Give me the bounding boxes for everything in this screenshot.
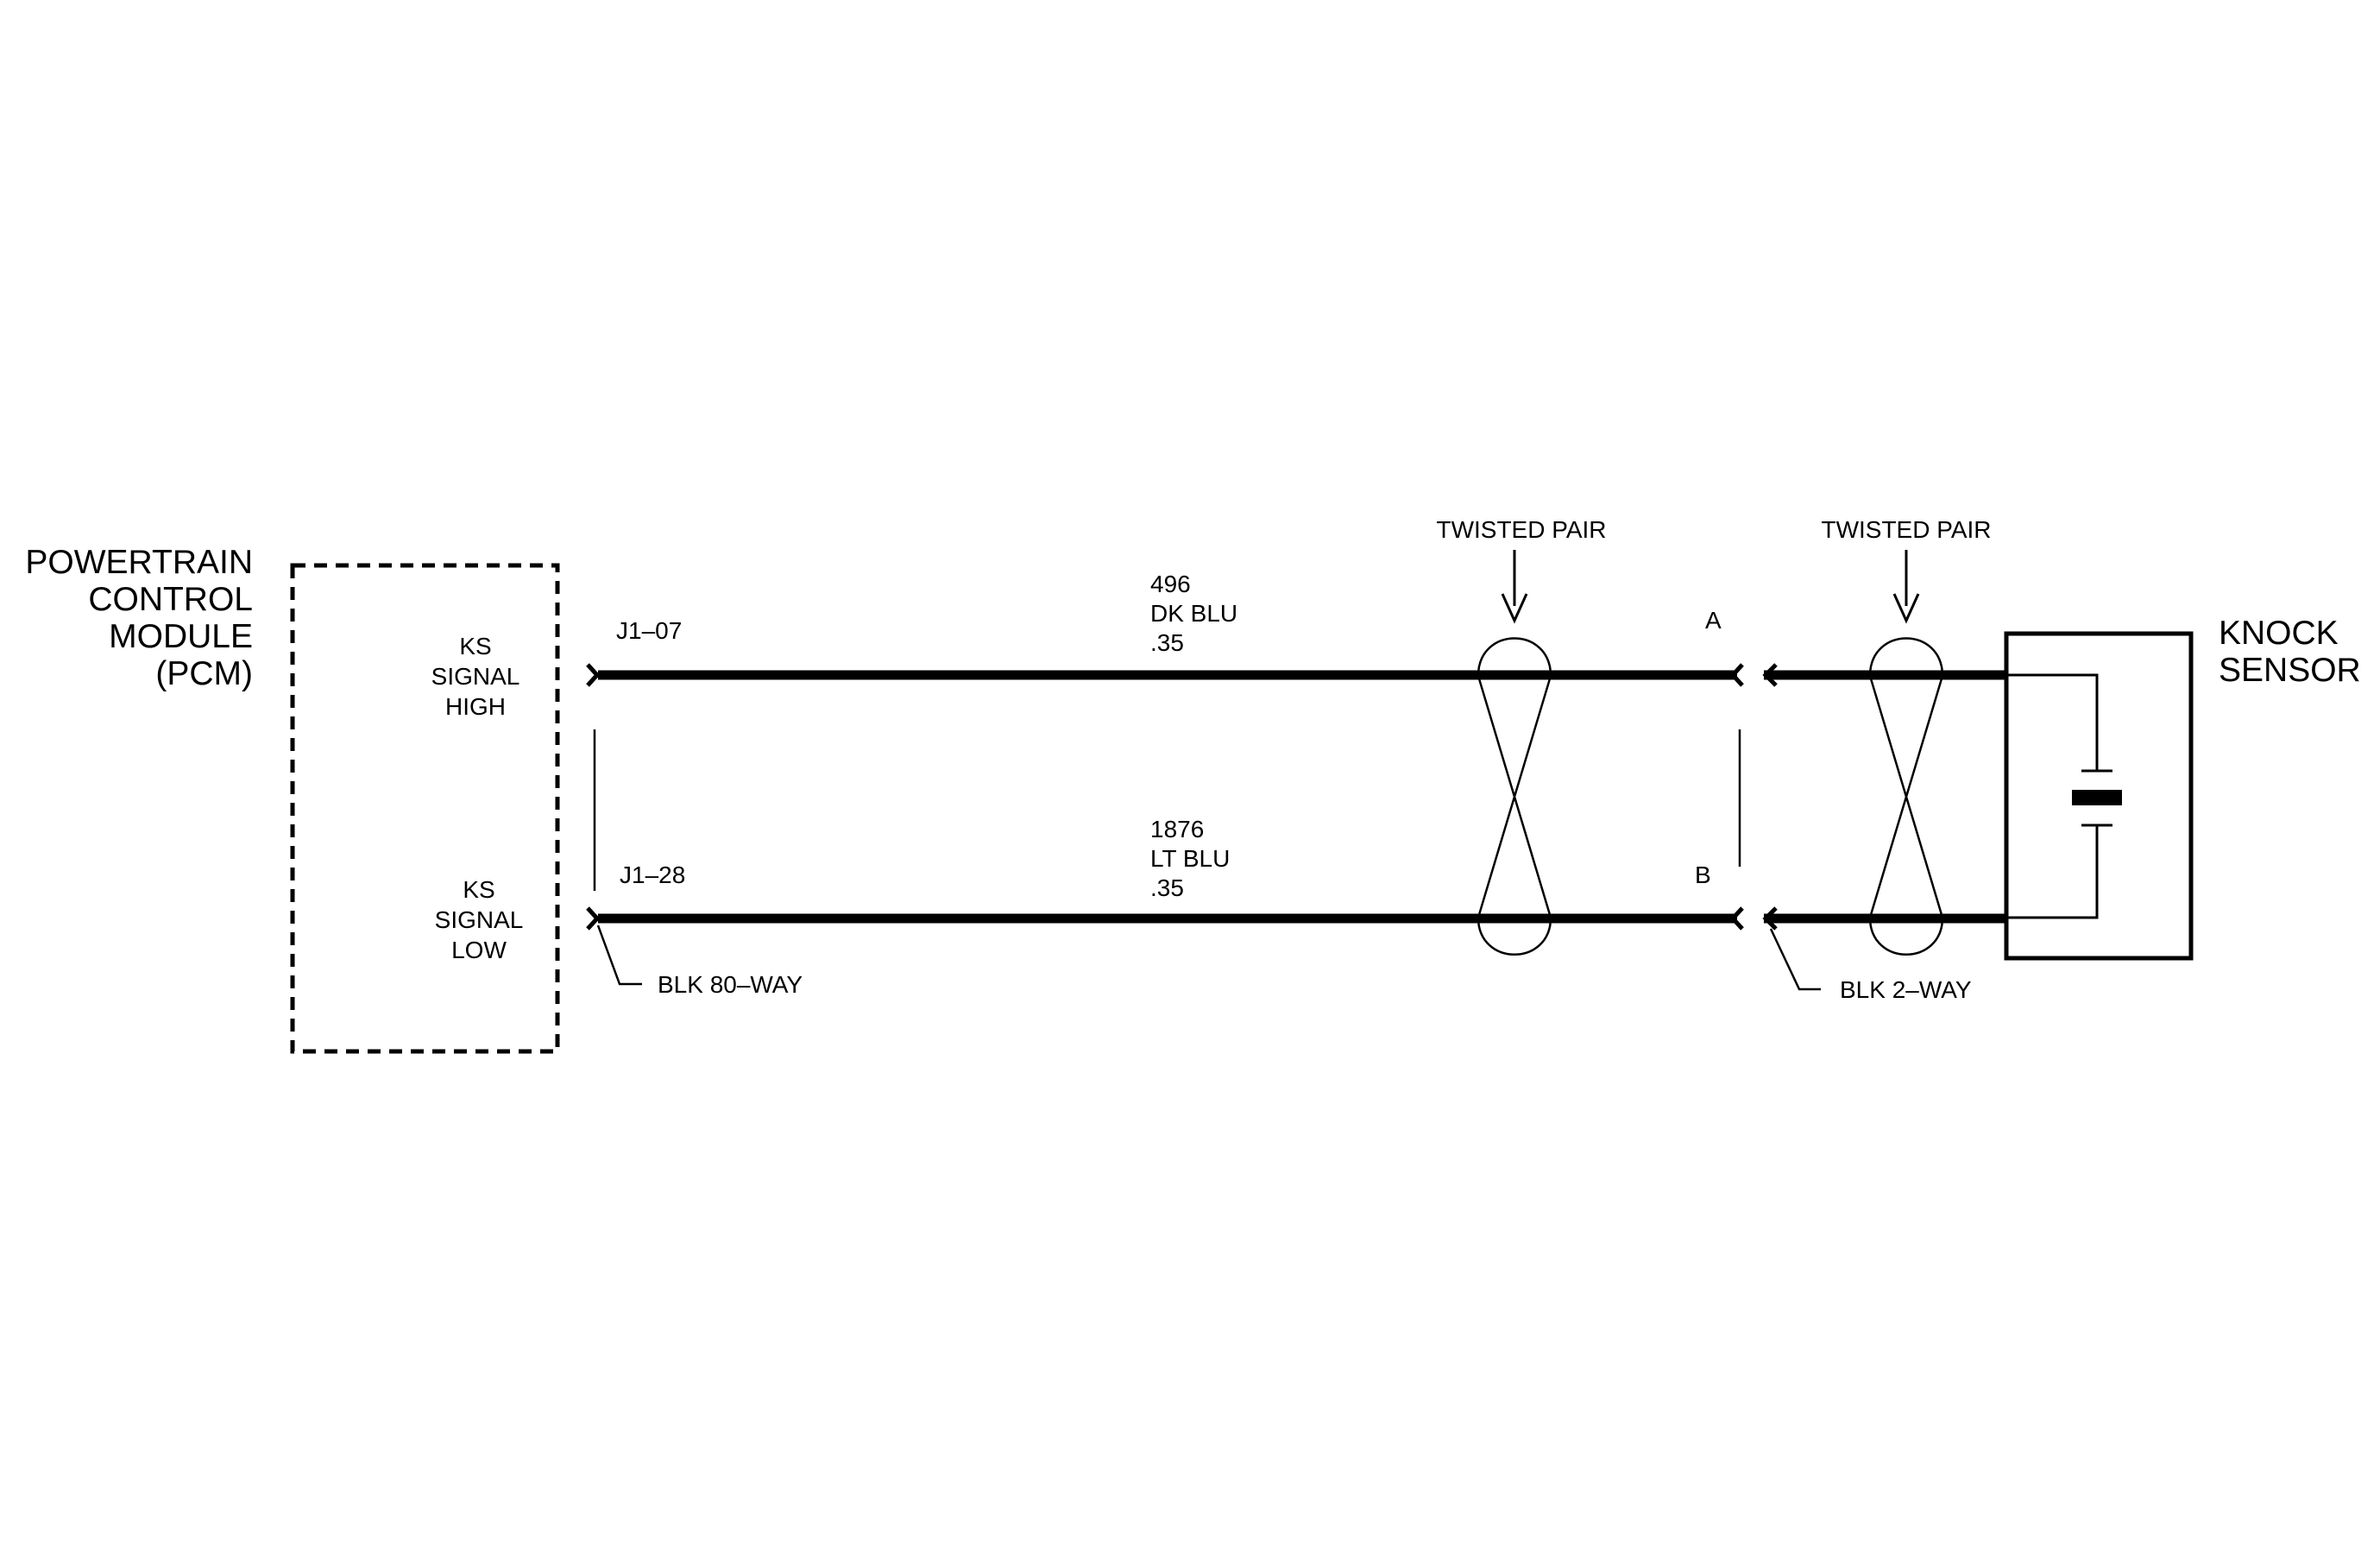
wire-low: J1–28 1876 LT BLU .35 B — [598, 816, 2005, 924]
pcm-name-line-3: MODULE — [109, 618, 253, 655]
wire-high-circuit: 496 — [1150, 571, 1191, 597]
knock-sensor-internal-wire-bottom — [2006, 825, 2099, 919]
knock-sensor-name-line-1: KNOCK — [2219, 615, 2339, 652]
sensor-connector-label: BLK 2–WAY — [1840, 976, 1972, 1003]
sensor-connector-pin-b-male — [1762, 906, 1778, 931]
twisted-pair-2-label: TWISTED PAIR — [1821, 516, 1991, 543]
ks-signal-high-line-3: HIGH — [445, 693, 506, 720]
twisted-pair-1-arrow-head — [1501, 593, 1528, 624]
pcm-name-line-4: (PCM) — [155, 655, 253, 692]
wire-high-gauge: .35 — [1150, 629, 1184, 656]
wire-low-pin: J1–28 — [620, 861, 685, 888]
sensor-connector-leader — [1769, 928, 1821, 991]
pcm-connector: BLK 80–WAY — [586, 663, 803, 998]
terminal-b: B — [1695, 861, 1711, 888]
pcm-name: POWERTRAIN CONTROL MODULE (PCM) — [25, 544, 253, 692]
wire-low-color: LT BLU — [1150, 845, 1230, 872]
piezo-element — [2072, 790, 2122, 805]
pcm-connector-pin-low — [586, 906, 601, 931]
knock-sensor-internal-wire-top — [2006, 673, 2099, 771]
ks-signal-low-line-3: LOW — [451, 937, 507, 963]
pcm-module-outline — [290, 563, 560, 1054]
wire-low-circuit: 1876 — [1150, 816, 1204, 842]
pcm-connector-leader — [596, 924, 642, 986]
twisted-pair-2-loop — [1868, 637, 1944, 956]
knock-sensor: KNOCK SENSOR — [2004, 615, 2361, 961]
ks-signal-high-line-1: KS — [459, 633, 491, 659]
sensor-connector-pin-a-male — [1762, 663, 1778, 687]
ks-signal-high-label: KS SIGNAL HIGH — [431, 633, 520, 720]
twisted-pair-1: TWISTED PAIR — [1436, 516, 1607, 956]
pcm-connector-pin-high — [586, 663, 601, 687]
wire-high-pin: J1–07 — [616, 617, 682, 644]
twisted-pair-1-label: TWISTED PAIR — [1436, 516, 1606, 543]
pcm-name-line-2: CONTROL — [88, 581, 253, 618]
ks-signal-low-line-1: KS — [463, 876, 494, 903]
sensor-connector-pin-b-female — [1729, 906, 1744, 931]
wire-low-gauge: .35 — [1150, 874, 1184, 901]
ks-signal-low-label: KS SIGNAL LOW — [435, 876, 524, 963]
sensor-connector-pin-a-female — [1729, 663, 1744, 687]
wire-high: J1–07 496 DK BLU .35 A — [598, 571, 2005, 680]
ks-signal-high-line-2: SIGNAL — [431, 663, 520, 690]
pcm-connector-label: BLK 80–WAY — [658, 971, 803, 998]
pcm-name-line-1: POWERTRAIN — [25, 544, 253, 581]
ks-signal-low-line-2: SIGNAL — [435, 906, 524, 933]
terminal-a: A — [1705, 607, 1722, 634]
knock-sensor-box — [2004, 631, 2194, 961]
twisted-pair-2-arrow-head — [1892, 593, 1920, 624]
sensor-connector: BLK 2–WAY — [1729, 663, 1972, 1003]
twisted-pair-1-loop — [1476, 637, 1552, 956]
knock-sensor-name-line-2: SENSOR — [2219, 652, 2361, 689]
wire-high-color: DK BLU — [1150, 600, 1237, 627]
twisted-pair-2: TWISTED PAIR — [1821, 516, 1992, 956]
